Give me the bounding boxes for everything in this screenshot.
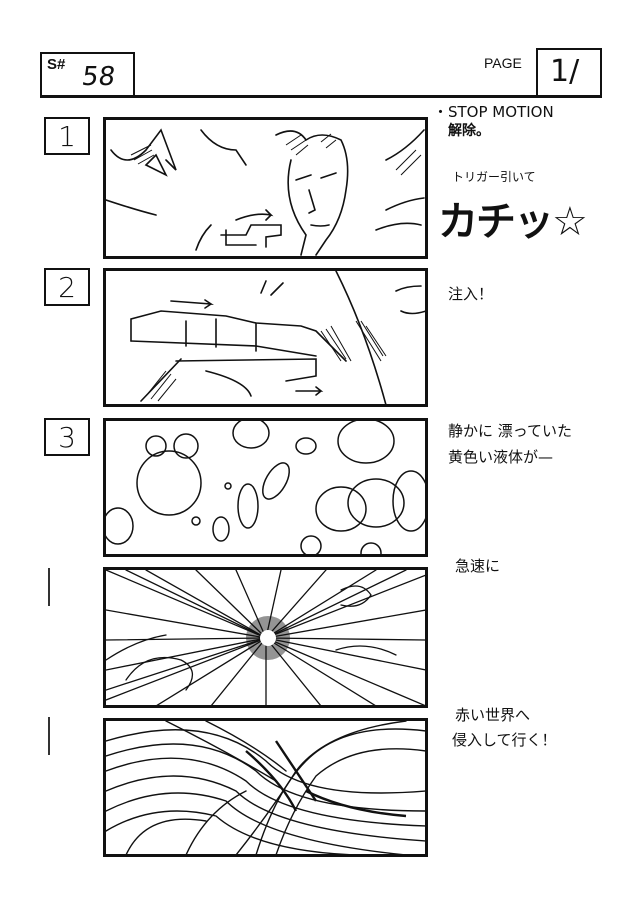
cut-number-3: 3 (44, 418, 90, 456)
panel-5-sketch (106, 721, 425, 854)
cut-3-note-line-2: 黄色い液体が— (448, 448, 554, 466)
cut-1-note-sfx: カチッ☆ (438, 199, 588, 245)
cut-3-note-line-1: 静かに 漂っていた (448, 422, 573, 440)
cut-number-1: 1 (44, 117, 90, 155)
scene-number-box: S# 58 (40, 52, 135, 96)
cut-5-note-line-2: 侵入して行く！ (452, 731, 557, 749)
panel-4 (103, 567, 428, 708)
scene-number: 58 (79, 62, 118, 92)
page-label: PAGE (484, 55, 522, 71)
panel-3 (103, 418, 428, 557)
cut-1-note-line-3: トリガー引いて (452, 170, 536, 184)
panel-5 (103, 718, 428, 857)
cut-5-note-line-1: 赤い世界へ (455, 706, 531, 724)
cut-1-note-line-2: 解除。 (448, 123, 490, 139)
cut-4-note: 急速に (455, 557, 501, 575)
cut-number-2: 2 (44, 268, 90, 306)
page-number: 1/ (550, 54, 580, 89)
cut-continuation-mark-4 (48, 568, 50, 606)
cut-continuation-mark-5 (48, 717, 50, 755)
panel-3-sketch (106, 421, 425, 554)
scene-label: S# (47, 56, 66, 73)
cut-2-note: 注入！ (448, 285, 494, 303)
panel-4-sketch (106, 570, 425, 705)
panel-2-sketch (130, 271, 425, 404)
header-rule (40, 95, 602, 98)
page-number-box: 1/ (536, 48, 602, 96)
panel-1 (103, 117, 428, 259)
panel-2 (103, 268, 428, 407)
cut-1-note-line-1: ・STOP MOTION (433, 103, 554, 121)
panel-1-sketch (106, 128, 425, 256)
